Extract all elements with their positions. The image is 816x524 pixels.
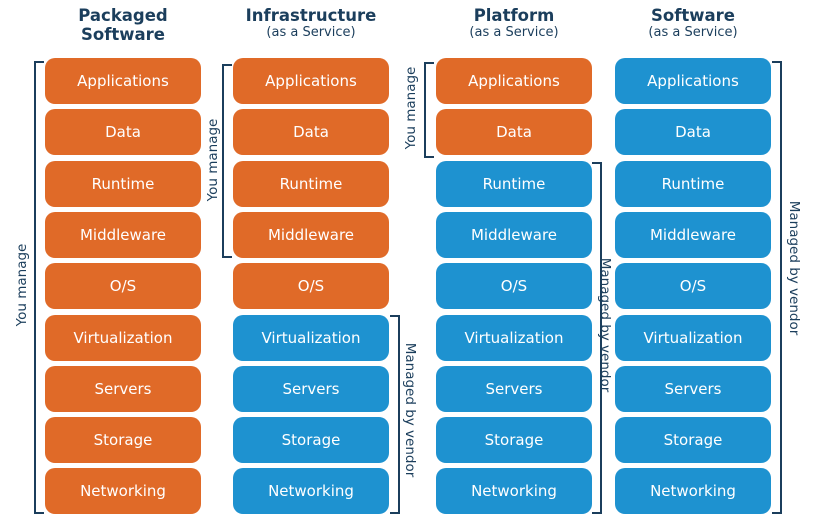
iaas-layer-middleware: Middleware	[233, 211, 389, 258]
saas-layer-os: O/S	[615, 263, 771, 310]
saas-vendor-label: Managed by vendor	[786, 200, 802, 336]
paas-layer-applications: Applications	[436, 58, 592, 104]
paas-you-manage-label: You manage	[403, 66, 419, 150]
column-title: Infrastructure	[245, 6, 377, 25]
paas-heading: Platform(as a Service)	[414, 6, 614, 41]
column-title: Platform	[473, 6, 555, 25]
iaas-layer-networking: Networking	[233, 468, 389, 515]
paas-layer-runtime: Runtime	[436, 160, 592, 207]
paas-vendor-bracket	[592, 162, 602, 514]
packaged-software-layer-applications: Applications	[45, 58, 201, 104]
iaas-layer-applications: Applications	[233, 58, 389, 104]
packaged-software-layer-networking: Networking	[45, 468, 201, 515]
saas-layer-networking: Networking	[615, 468, 771, 515]
packaged-software-layer-data: Data	[45, 109, 201, 156]
packaged-software-layer-middleware: Middleware	[45, 211, 201, 258]
iaas-you-manage-label: You manage	[205, 118, 221, 202]
packaged-you-manage-label: You manage	[14, 243, 30, 327]
paas-layer-servers: Servers	[436, 365, 592, 412]
column-subtitle: (as a Service)	[469, 25, 559, 40]
saas-heading: Software(as a Service)	[593, 6, 793, 41]
iaas-layer-virtualization: Virtualization	[233, 314, 389, 361]
packaged-software-layer-servers: Servers	[45, 365, 201, 412]
column-title-line2: Software	[81, 25, 165, 44]
saas-layer-storage: Storage	[615, 417, 771, 464]
iaas-layer-runtime: Runtime	[233, 160, 389, 207]
column-title: Software	[651, 6, 735, 25]
iaas-vendor-bracket	[390, 315, 400, 514]
saas-layer-applications: Applications	[615, 58, 771, 104]
packaged-software-layer-runtime: Runtime	[45, 160, 201, 207]
saas-layer-middleware: Middleware	[615, 211, 771, 258]
paas-layer-virtualization: Virtualization	[436, 314, 592, 361]
column-subtitle: (as a Service)	[648, 25, 738, 40]
paas-layer-os: O/S	[436, 263, 592, 310]
saas-layer-runtime: Runtime	[615, 160, 771, 207]
paas-layer-data: Data	[436, 109, 592, 156]
iaas-heading: Infrastructure(as a Service)	[211, 6, 411, 41]
packaged-software-layer-storage: Storage	[45, 417, 201, 464]
packaged-software-layer-os: O/S	[45, 263, 201, 310]
paas-vendor-label: Managed by vendor	[597, 257, 613, 393]
iaas-layer-storage: Storage	[233, 417, 389, 464]
iaas-layer-os: O/S	[233, 263, 389, 310]
packaged-software-layer-virtualization: Virtualization	[45, 314, 201, 361]
paas-layer-networking: Networking	[436, 468, 592, 515]
paas-layer-storage: Storage	[436, 417, 592, 464]
iaas-layer-servers: Servers	[233, 365, 389, 412]
column-subtitle: (as a Service)	[266, 25, 356, 40]
saas-layer-data: Data	[615, 109, 771, 156]
iaas-vendor-label: Managed by vendor	[402, 342, 418, 478]
saas-layer-virtualization: Virtualization	[615, 314, 771, 361]
paas-layer-middleware: Middleware	[436, 211, 592, 258]
iaas-layer-data: Data	[233, 109, 389, 156]
saas-layer-servers: Servers	[615, 365, 771, 412]
saas-vendor-bracket	[772, 61, 782, 514]
packaged-you-manage-bracket	[34, 61, 44, 514]
paas-you-manage-bracket	[424, 62, 434, 158]
column-title: Packaged	[78, 6, 168, 25]
iaas-you-manage-bracket	[222, 64, 232, 258]
